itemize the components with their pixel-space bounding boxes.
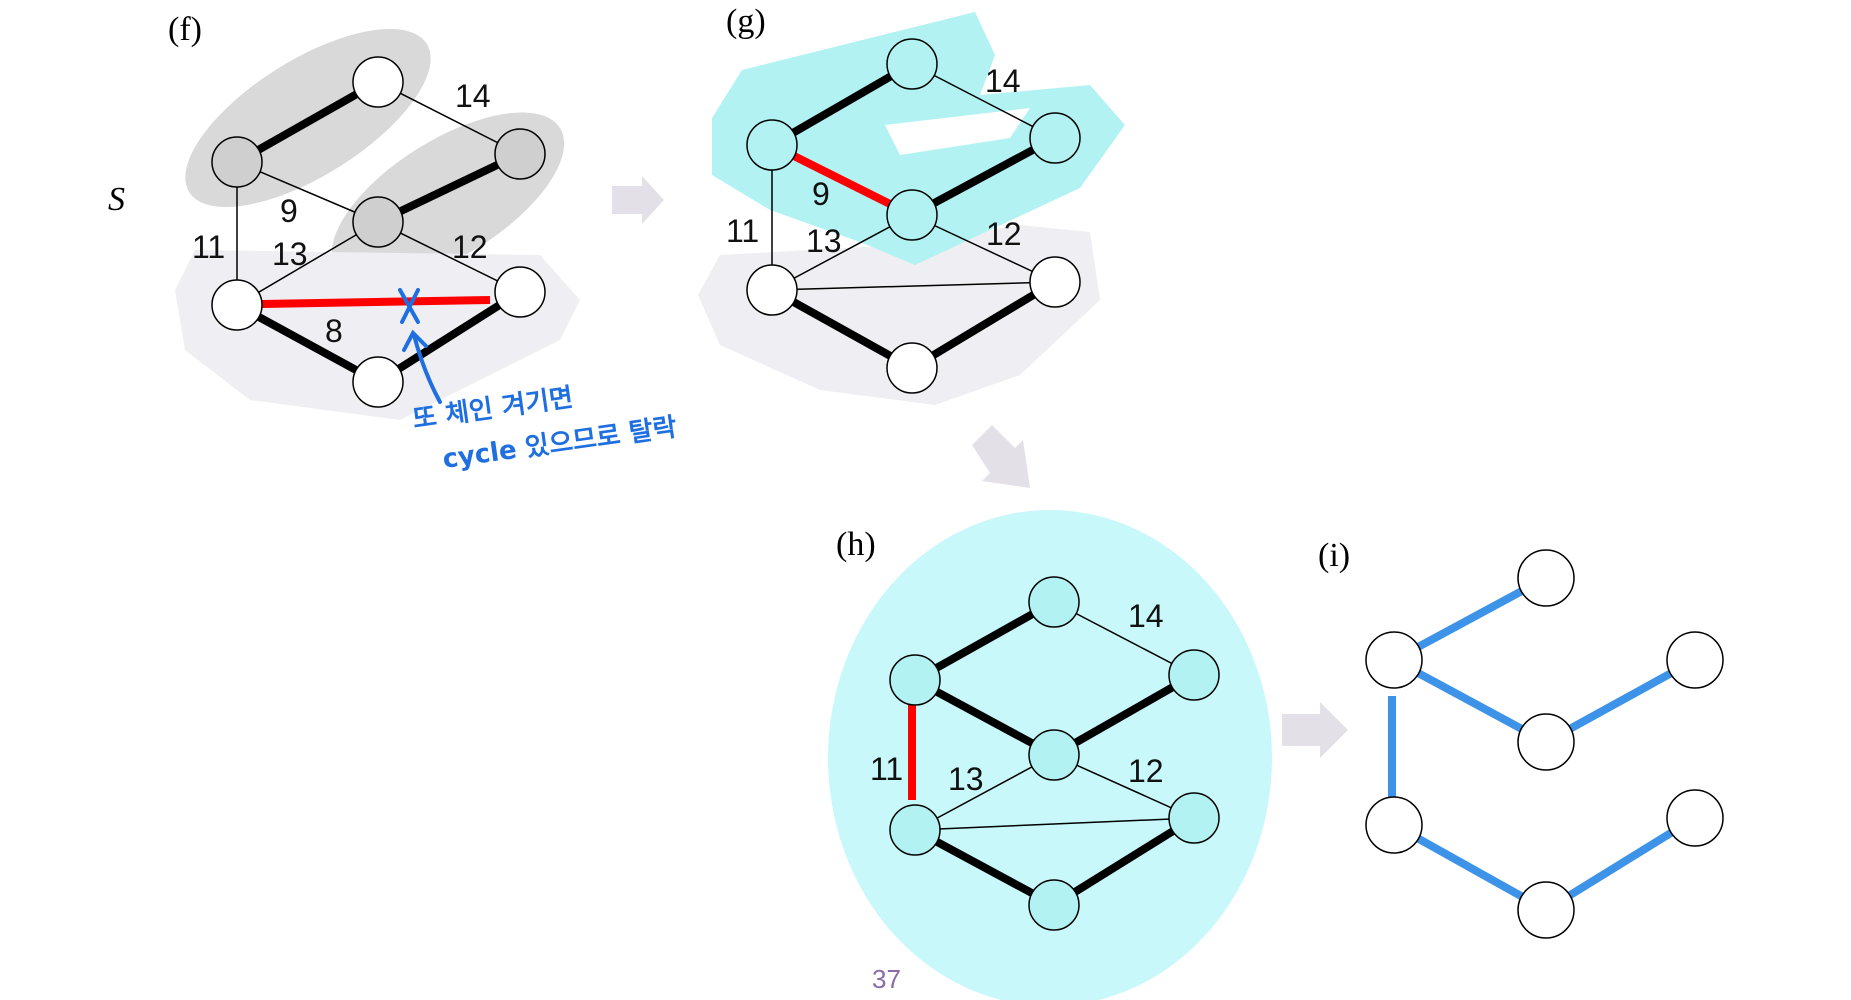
node-h-6 <box>1168 792 1220 844</box>
edge-g-14 <box>911 63 1056 139</box>
edge-h-14 <box>1053 601 1195 676</box>
panel-g: 14 9 11 13 12 (g) <box>698 3 1125 405</box>
node-h-7 <box>1028 879 1080 931</box>
edge-f-12 <box>377 221 521 293</box>
weight-f-14: 14 <box>455 78 491 114</box>
edge-i-6 <box>1543 814 1698 914</box>
node-i-4 <box>1517 713 1575 771</box>
weight-h-12: 12 <box>1128 753 1164 789</box>
edge-h-8 <box>914 817 1195 831</box>
weight-h-13: 13 <box>948 761 984 797</box>
node-g-3 <box>1029 112 1081 164</box>
edge-g-9-candidate <box>770 141 914 219</box>
set-label-s: S <box>108 181 125 218</box>
edge-h-mst-4 <box>913 826 1056 909</box>
cyan-cluster-g <box>712 12 1125 265</box>
weight-f-11: 11 <box>192 229 225 265</box>
weight-f-9: 9 <box>280 193 298 229</box>
node-g-7 <box>886 342 938 394</box>
weight-g-12: 12 <box>986 216 1022 252</box>
node-i-5 <box>1365 796 1423 854</box>
x-mark-icon <box>398 288 420 324</box>
edge-g-mst-4 <box>909 278 1058 372</box>
weight-g-11: 11 <box>726 213 759 249</box>
node-i-2 <box>1365 631 1423 689</box>
edge-i-2 <box>1392 656 1548 746</box>
light-cluster-bottom <box>175 250 580 420</box>
edge-h-mst-3 <box>913 676 1056 759</box>
light-cluster-bottom-g <box>698 225 1100 405</box>
edge-f-mst-2 <box>376 150 522 226</box>
node-h-2 <box>889 654 941 706</box>
edge-f-mst-1 <box>235 78 380 166</box>
panel-h: 14 11 13 12 (h) <box>828 510 1272 1000</box>
arrow-right-icon-h-i <box>1282 702 1348 758</box>
edge-h-mst-1 <box>913 598 1056 684</box>
node-i-7 <box>1517 881 1575 939</box>
node-h-3 <box>1168 649 1220 701</box>
node-f-6 <box>494 266 546 318</box>
node-f-1 <box>352 56 404 108</box>
edge-g-13 <box>771 214 913 291</box>
node-f-4 <box>352 196 404 248</box>
weight-h-11: 11 <box>870 751 903 787</box>
node-h-5 <box>889 804 941 856</box>
edge-g-12 <box>911 214 1056 283</box>
node-f-7 <box>352 356 404 408</box>
edge-h-mst-5 <box>1051 814 1197 909</box>
weight-g-9: 9 <box>812 176 830 212</box>
node-g-6 <box>1029 256 1081 308</box>
weight-f-8: 8 <box>325 313 343 349</box>
edge-f-mst-3 <box>235 301 380 386</box>
node-h-4 <box>1028 729 1080 781</box>
edge-i-1 <box>1392 574 1548 664</box>
panel-label-h: (h) <box>836 526 876 563</box>
edge-f-13 <box>236 221 379 306</box>
arrow-down-right-icon-g-h <box>972 425 1030 488</box>
node-g-4 <box>886 189 938 241</box>
edge-g-8 <box>771 281 1056 291</box>
node-g-1 <box>886 38 938 90</box>
node-f-5 <box>211 279 263 331</box>
edge-h-13 <box>914 754 1055 831</box>
panel-i: (i) <box>1318 537 1724 939</box>
node-g-2 <box>746 119 798 171</box>
node-i-6 <box>1666 789 1724 847</box>
panel-f: 14 9 11 13 12 8 (f) S 또 체인 겨기면 cycle 있으므… <box>108 11 679 475</box>
node-g-5 <box>746 264 798 316</box>
edge-g-mst-3 <box>770 286 914 372</box>
page-number: 37 <box>872 964 901 994</box>
weight-h-14: 14 <box>1128 598 1164 634</box>
node-f-3 <box>494 128 546 180</box>
edge-f-mst-4 <box>375 288 523 386</box>
node-i-3 <box>1666 631 1724 689</box>
node-i-1 <box>1517 549 1575 607</box>
edge-h-mst-2 <box>1052 671 1196 759</box>
edge-g-mst-2 <box>910 134 1057 219</box>
annotation-arrow-icon <box>402 329 442 404</box>
weight-g-13: 13 <box>806 223 842 259</box>
node-h-1 <box>1028 576 1080 628</box>
weight-g-14: 14 <box>985 63 1021 99</box>
panel-label-f: (f) <box>168 11 202 48</box>
edge-f-14 <box>377 81 521 155</box>
edge-i-5 <box>1392 821 1548 914</box>
edge-f-8-candidate <box>261 296 491 308</box>
weight-f-13: 13 <box>272 236 308 272</box>
panel-label-g: (g) <box>726 3 766 40</box>
edge-g-mst-1 <box>769 60 915 149</box>
panel-label-i: (i) <box>1318 537 1350 574</box>
node-f-2 <box>211 136 263 188</box>
weight-f-12: 12 <box>452 229 488 265</box>
arrow-right-icon-f-g <box>612 176 664 224</box>
